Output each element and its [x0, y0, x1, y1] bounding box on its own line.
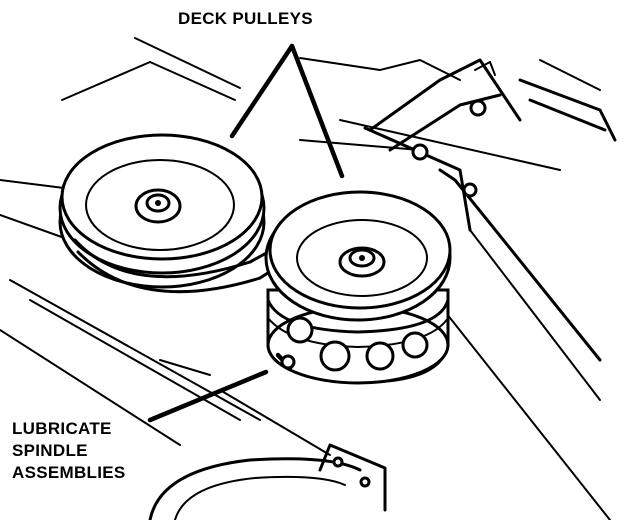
deck-pulleys-label: DECK PULLEYS — [178, 9, 313, 28]
left-deck-pulley — [58, 133, 266, 289]
mount-bracket — [368, 58, 617, 198]
lubricate-line-3: ASSEMBLIES — [12, 463, 126, 482]
right-deck-pulley — [264, 190, 452, 385]
deck-frame — [0, 37, 611, 520]
leader-lines — [147, 43, 345, 423]
lower-bracket — [148, 443, 387, 520]
lubricate-line-1: LUBRICATE — [12, 419, 112, 438]
lubricate-spindle-label: LUBRICATE SPINDLE ASSEMBLIES — [12, 418, 126, 484]
lubricate-line-2: SPINDLE — [12, 441, 88, 460]
